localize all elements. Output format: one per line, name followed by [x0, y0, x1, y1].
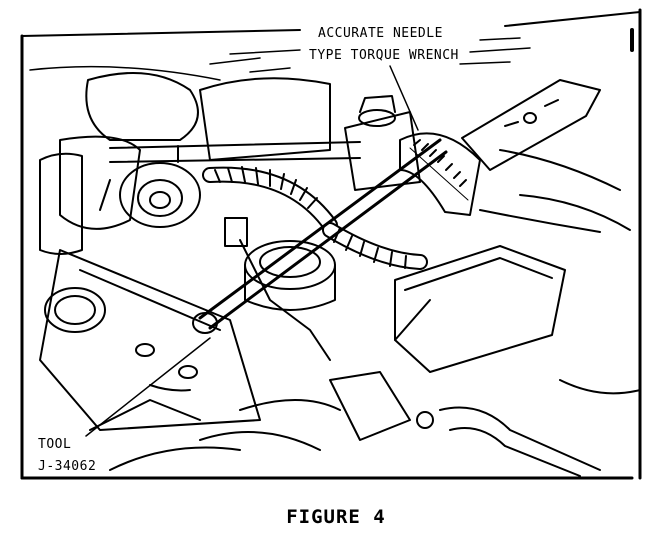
valve-cover [39, 249, 261, 431]
throttle-body [199, 77, 336, 361]
tool-callout-line1: TOOL [38, 437, 72, 452]
callout-leaders [85, 65, 419, 437]
fender-detail [479, 149, 631, 233]
torque-wrench-handle [461, 79, 601, 171]
air-cleaner-housing [39, 71, 199, 255]
lower-hoses [199, 371, 641, 477]
torque-wrench-dial [399, 132, 481, 216]
wrench-callout-line1: ACCURATE NEEDLE [318, 26, 443, 41]
tool-callout-line2: J-34062 [38, 459, 97, 474]
upper-pipe [109, 141, 361, 163]
figure-frame [20, 8, 642, 480]
canister [99, 162, 201, 228]
figure-caption: FIGURE 4 [286, 506, 386, 528]
fluid-reservoir [344, 95, 421, 191]
corrugated-hose [202, 166, 428, 270]
hood-edge [29, 37, 531, 81]
filler-cap [44, 287, 106, 333]
tool-hose [89, 399, 241, 471]
wrench-callout-line2: TYPE TORQUE WRENCH [309, 48, 459, 63]
right-tank [394, 245, 566, 373]
